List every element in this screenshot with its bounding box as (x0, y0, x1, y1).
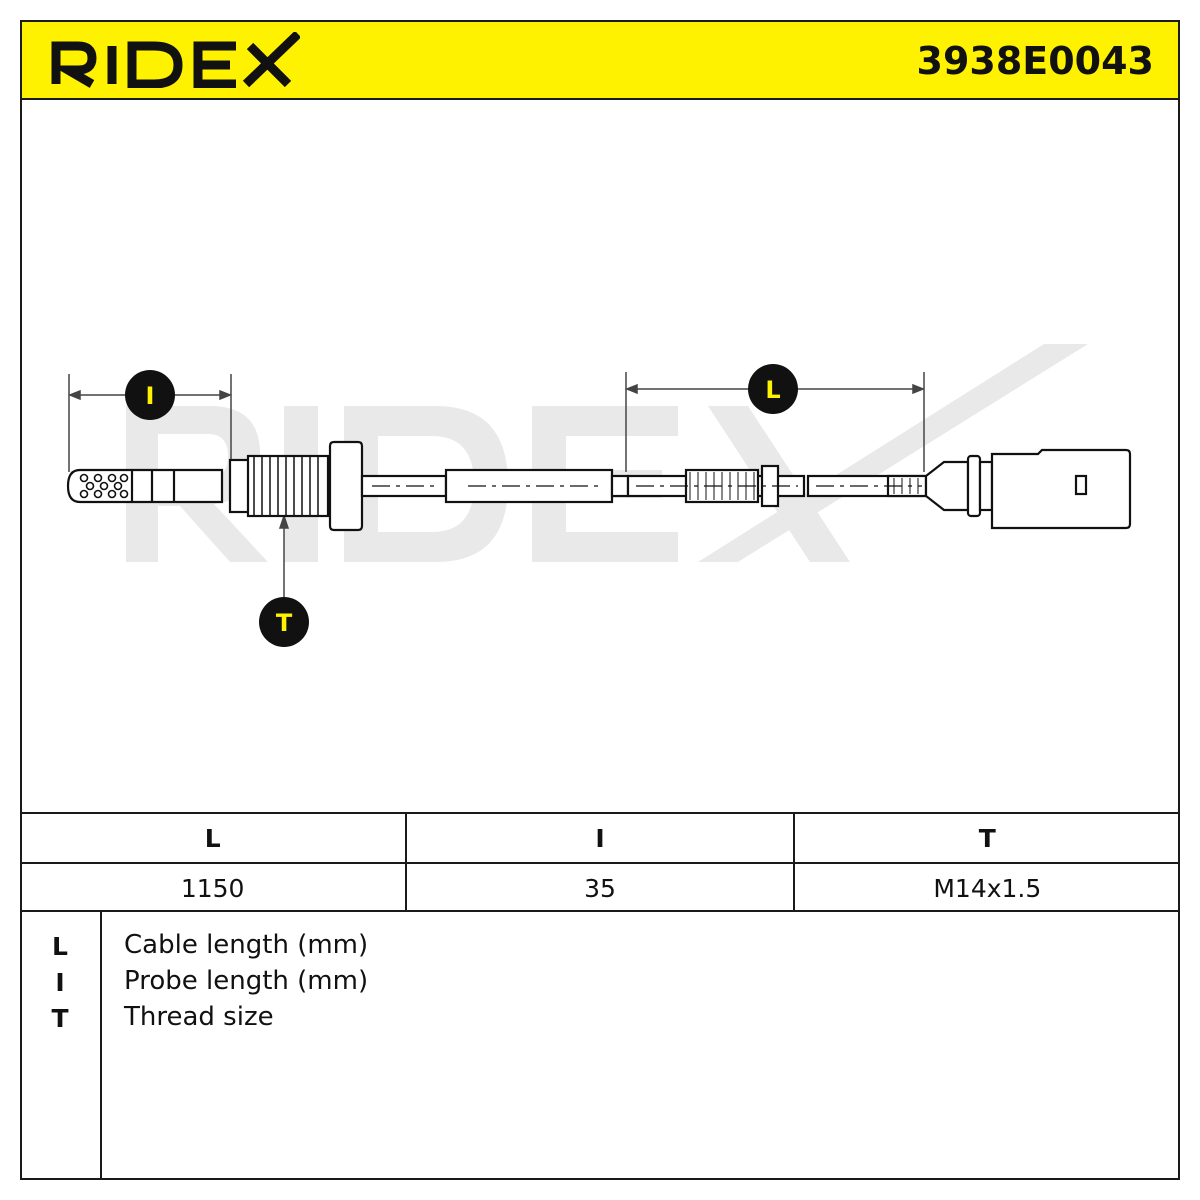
leader-t (278, 513, 290, 600)
ridex-watermark (126, 344, 1088, 562)
legend-keys: L I T (20, 912, 102, 1180)
header-i: I (405, 814, 792, 862)
legend-text-l: Cable length (mm) (124, 930, 369, 960)
marker-i-label: I (146, 382, 155, 410)
ridex-logo (51, 32, 300, 88)
value-t: M14x1.5 (792, 864, 1180, 912)
marker-t-label: T (276, 609, 293, 637)
legend-key-t: T (51, 1004, 69, 1033)
cable-braid (689, 472, 919, 500)
spec-table: L I T 1150 35 M14x1.5 (20, 812, 1180, 912)
sensor-body (66, 440, 1132, 532)
marker-l: L (748, 364, 798, 414)
legend-text-i: Probe length (mm) (124, 966, 369, 996)
header-bar: 3938E0043 (20, 20, 1180, 100)
spec-table-header: L I T (20, 814, 1180, 862)
part-number: 3938E0043 (916, 39, 1154, 83)
marker-i: I (125, 370, 175, 420)
header-l: L (204, 823, 221, 853)
legend: L I T Cable length (mm) Probe length (mm… (20, 910, 1180, 1180)
legend-key-l: L (52, 932, 68, 961)
marker-l-label: L (765, 376, 780, 404)
marker-t: T (259, 597, 309, 647)
legend-key-i: I (55, 968, 65, 997)
sensor-drawing: I L T (66, 344, 1132, 647)
spec-table-values: 1150 35 M14x1.5 (20, 862, 1180, 912)
thread-lines (253, 456, 319, 516)
legend-text-t: Thread size (124, 1002, 274, 1032)
header-t: T (792, 814, 1180, 862)
value-i: 35 (405, 864, 792, 912)
value-l: 1150 (180, 873, 245, 903)
probe-holes (79, 473, 129, 499)
